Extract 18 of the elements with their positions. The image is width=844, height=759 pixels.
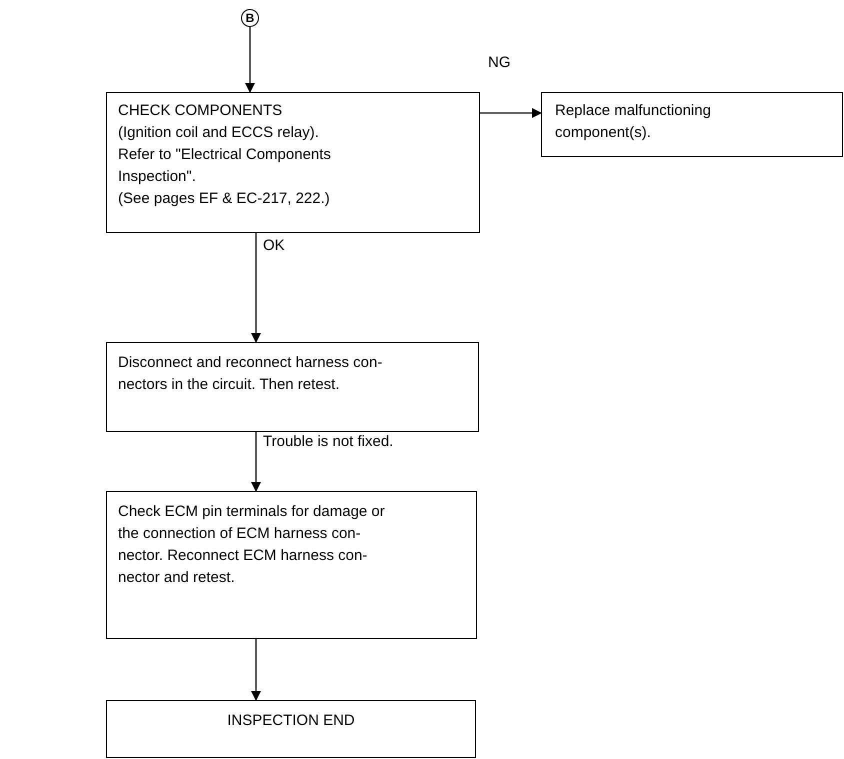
arrow (251, 639, 261, 701)
arrow (251, 233, 261, 343)
arrow (251, 432, 261, 492)
arrow (245, 27, 255, 93)
step-heading: CHECK COMPONENTS (117, 101, 284, 121)
process-box (106, 342, 479, 432)
step-text: INSPECTION END (226, 711, 356, 731)
step-text: Replace malfunctioning component(s). (554, 101, 712, 143)
step-text: (See pages EF & EC-217, 222.) (117, 189, 331, 209)
process-box (106, 491, 477, 639)
step-text: Check ECM pin terminals for damage or the connection of ECM harness con- nector. Reconnect ECM harness con- nector and retest. (117, 502, 386, 588)
arrow (480, 108, 542, 118)
process-box (106, 92, 480, 233)
step-text: (Ignition coil and ECCS relay). (117, 123, 320, 143)
step-text: Disconnect and reconnect harness con- nectors in the circuit. Then retest. (117, 353, 384, 395)
process-box (541, 92, 843, 157)
step-text: Refer to "Electrical Components Inspection". (117, 145, 332, 187)
process-box (106, 700, 476, 758)
